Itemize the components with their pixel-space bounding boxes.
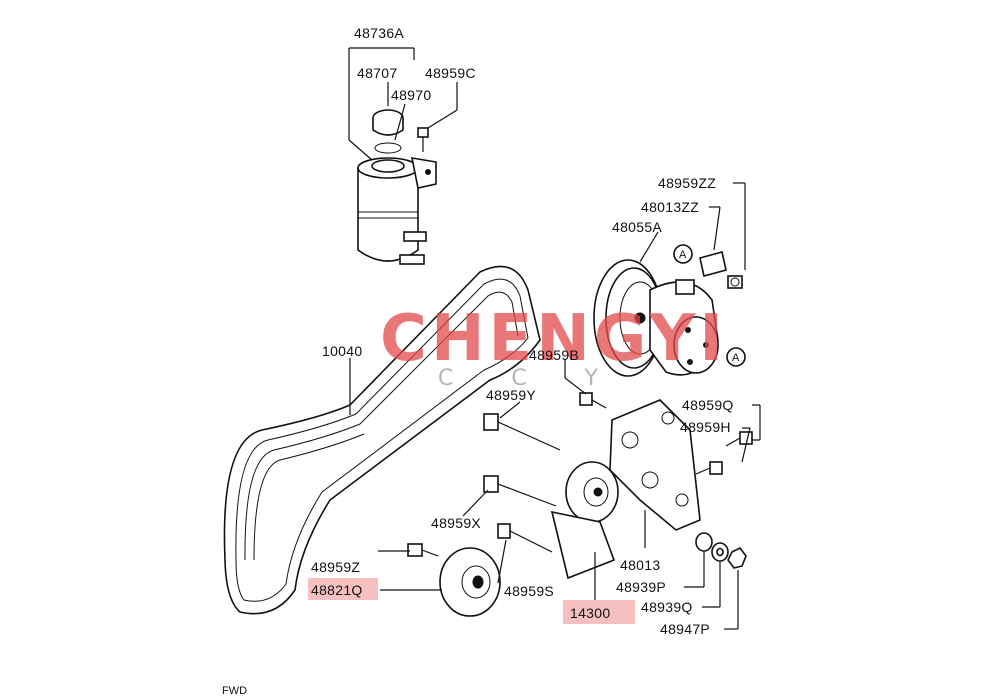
callout-48959s: 48959S: [504, 583, 554, 599]
drive-belt-drawing: [223, 265, 541, 615]
callout-48947p: 48947P: [660, 621, 710, 637]
callout-48736a: 48736A: [354, 25, 404, 41]
callout-48959zz: 48959ZZ: [658, 175, 716, 191]
callout-48959x: 48959X: [431, 515, 481, 531]
callout-48013: 48013: [620, 557, 660, 573]
fwd-label: FWD: [222, 685, 247, 697]
ref-marker-circle-2: [726, 347, 746, 367]
callout-48707: 48707: [357, 65, 397, 81]
power-steering-pump-drawing: [593, 251, 743, 377]
callout-48821q: 48821Q: [311, 582, 363, 598]
highlight-idler-pulley-label: [308, 578, 378, 600]
callout-48959b: 48959B: [529, 347, 579, 363]
leader-lines: [348, 47, 761, 630]
idler-pulley-drawing: [439, 547, 501, 617]
callout-14300: 14300: [570, 605, 610, 621]
ref-marker-circle-1: [673, 244, 693, 264]
callout-48959y: 48959Y: [486, 387, 536, 403]
watermark-sub: CCY: [438, 366, 656, 391]
callout-48959q: 48959Q: [682, 397, 734, 413]
watermark-main: CHENGYI: [380, 302, 727, 376]
ref-marker-a-1: A: [679, 249, 687, 261]
callout-48939p: 48939P: [616, 579, 666, 595]
callout-48055a: 48055A: [612, 219, 662, 235]
highlight-tensioner-label: [563, 600, 635, 624]
bolts-drawing: [407, 392, 753, 569]
bracket-drawing: [609, 399, 701, 531]
ref-marker-a-2: A: [732, 352, 740, 364]
callout-48959c: 48959C: [425, 65, 476, 81]
callout-48959h: 48959H: [680, 419, 731, 435]
callout-48959z: 48959Z: [311, 559, 360, 575]
callout-48013zz: 48013ZZ: [641, 199, 699, 215]
tensioner-drawing: [550, 461, 619, 580]
reservoir-drawing: [357, 109, 437, 265]
callout-48970: 48970: [391, 87, 431, 103]
callout-10040: 10040: [322, 343, 362, 359]
callout-48939q: 48939Q: [641, 599, 693, 615]
